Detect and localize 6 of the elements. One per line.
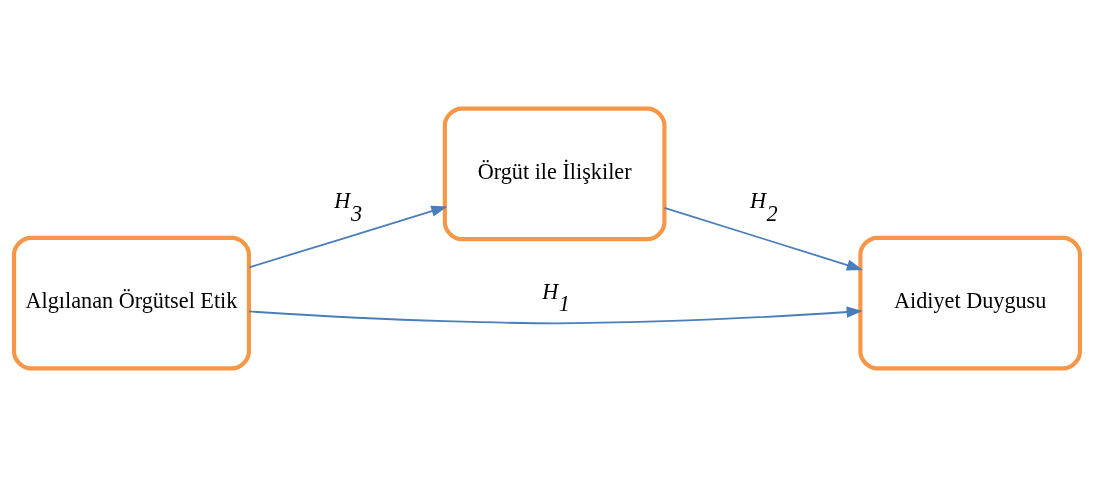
node-box: Örgüt ile İlişkiler [442, 106, 667, 242]
arrow [248, 306, 863, 325]
node-box: Algılanan Örgütsel Etik [11, 235, 251, 371]
node-box: Aidiyet Duygusu [858, 235, 1083, 371]
arrow [663, 206, 863, 271]
arrow [248, 205, 448, 269]
